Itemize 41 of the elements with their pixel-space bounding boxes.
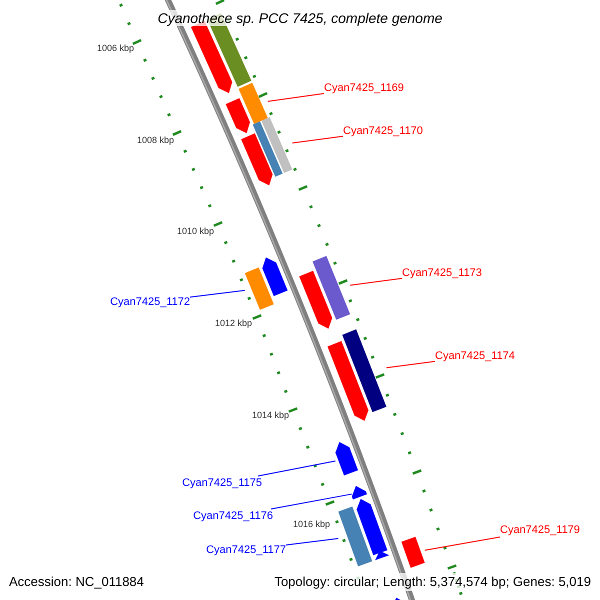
gene-label: Cyan7425_1176	[193, 509, 273, 523]
scale-label: 1010 kbp	[176, 226, 214, 237]
gene-marker	[226, 98, 250, 134]
gene-label: Cyan7425_1173	[402, 266, 482, 280]
gene-marker	[356, 498, 388, 556]
leader-line	[190, 290, 246, 298]
gene-marker	[335, 442, 358, 476]
scale-label: 1016 kbp	[292, 519, 330, 530]
gene-label: Cyan7425_1179	[500, 523, 580, 537]
leader-line	[424, 536, 501, 551]
leader-line	[267, 93, 324, 102]
gene-label: Cyan7425_1175	[182, 476, 262, 490]
scale-label: 1012 kbp	[214, 318, 252, 329]
leader-line	[350, 278, 402, 286]
leader-line	[258, 460, 336, 476]
scale-label: 1014 kbp	[252, 410, 289, 421]
gene-marker	[299, 270, 332, 329]
gene-bar	[238, 82, 268, 124]
gene-marker	[328, 340, 368, 421]
scale-label: 1006 kbp	[96, 43, 134, 54]
gene-marker	[352, 486, 367, 500]
gene-label: Cyan7425_1172	[110, 295, 190, 309]
gene-bar	[342, 329, 386, 412]
gene-label: Cyan7425_1170	[343, 124, 423, 138]
gene-bar	[244, 267, 274, 310]
gene-label: Cyan7425_1174	[435, 349, 515, 363]
leader-line	[386, 360, 436, 368]
gene-bar	[252, 121, 283, 177]
gene-marker	[262, 257, 288, 296]
leader-line	[292, 136, 344, 144]
gene-marker	[241, 133, 273, 186]
leader-line	[286, 538, 339, 546]
gene-bar	[312, 256, 350, 320]
scale-label: 1008 kbp	[136, 135, 174, 146]
gene-marker	[375, 550, 390, 560]
gene-label: Cyan7425_1177	[206, 543, 286, 557]
gene-bar	[338, 506, 372, 566]
gene-bar	[261, 117, 292, 174]
gene-bar	[401, 536, 425, 568]
gene-label: Cyan7425_1169	[324, 81, 404, 95]
leader-line	[270, 494, 352, 510]
